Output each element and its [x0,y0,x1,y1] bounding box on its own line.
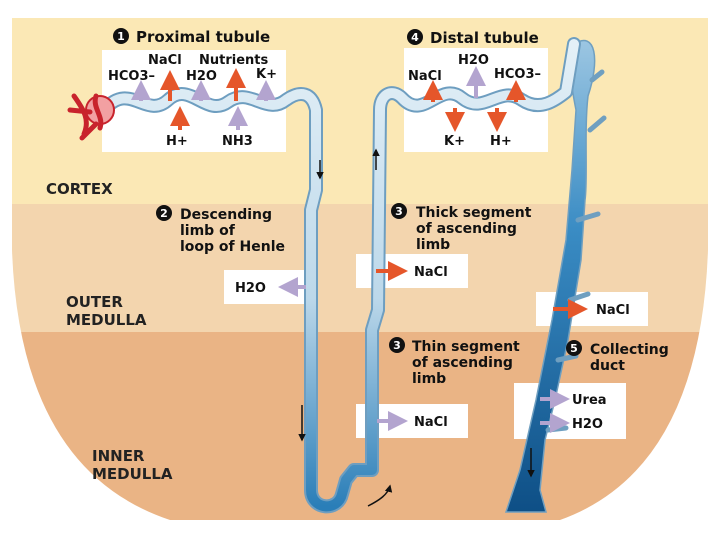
proximal-hco3-label: HCO3– [108,69,155,84]
segment-3b-line-1: Thin segment [412,339,520,355]
segment-3a-line-3: limb [416,237,450,253]
proximal-nutrients-label: Nutrients [199,53,269,68]
inner-medulla-label-1: INNER [92,447,145,465]
outer-medulla-label-2: MEDULLA [66,311,147,329]
segment-3a-line-1: Thick segment [416,205,532,221]
segment-4-title: Distal tubule [430,29,539,47]
inner-medulla-label-2: MEDULLA [92,465,173,483]
cortex-label: CORTEX [46,180,113,198]
segment-3a-line-2: of ascending [416,221,517,237]
thin-nacl-label: NaCl [414,415,448,430]
proximal-nacl-label: NaCl [148,53,182,68]
collecting-nacl-label: NaCl [596,303,630,318]
distal-hco3-label: HCO3– [494,67,541,82]
segment-3b-number: 3 [393,339,401,352]
descending-h2o-label: H2O [235,281,266,296]
segment-2-line-3: loop of Henle [180,239,285,255]
loop-turn-arrow [367,484,393,507]
distal-h2o-label: H2O [458,53,489,68]
segment-4-badge [407,29,423,45]
segment-5-line-2: duct [590,358,625,374]
collecting-urea-label: Urea [572,393,607,408]
segment-4-number: 4 [411,31,419,44]
segment-3b-line-2: of ascending [412,355,513,371]
segment-5-number: 5 [570,342,578,355]
outer-medulla-label-1: OUTER [66,293,123,311]
segment-5-badge [566,340,582,356]
proximal-h2o-label: H2O [186,69,217,84]
segment-3a-badge [391,203,407,219]
segment-2-number: 2 [160,207,168,220]
collecting-duct-branches [545,69,607,433]
collecting-h2o-label: H2O [572,417,603,432]
thick-nacl-label: NaCl [414,265,448,280]
segment-3a-number: 3 [395,205,403,218]
distal-h-label: H+ [490,134,512,149]
distal-nacl-label: NaCl [408,69,442,84]
segment-1-number: 1 [117,30,125,43]
proximal-nh3-label: NH3 [222,134,253,149]
segment-2-badge [156,205,172,221]
segment-2-line-2: limb of [180,223,236,239]
segment-1-badge [113,28,129,44]
segment-3b-line-3: limb [412,371,446,387]
segment-2-line-1: Descending [180,207,272,223]
glomerulus [67,93,115,141]
segment-3b-badge [389,337,405,353]
proximal-h-label: H+ [166,134,188,149]
distal-k-label: K+ [444,134,465,149]
segment-1-title: Proximal tubule [136,28,270,46]
proximal-k-label: K+ [256,67,277,82]
segment-5-line-1: Collecting [590,342,669,358]
